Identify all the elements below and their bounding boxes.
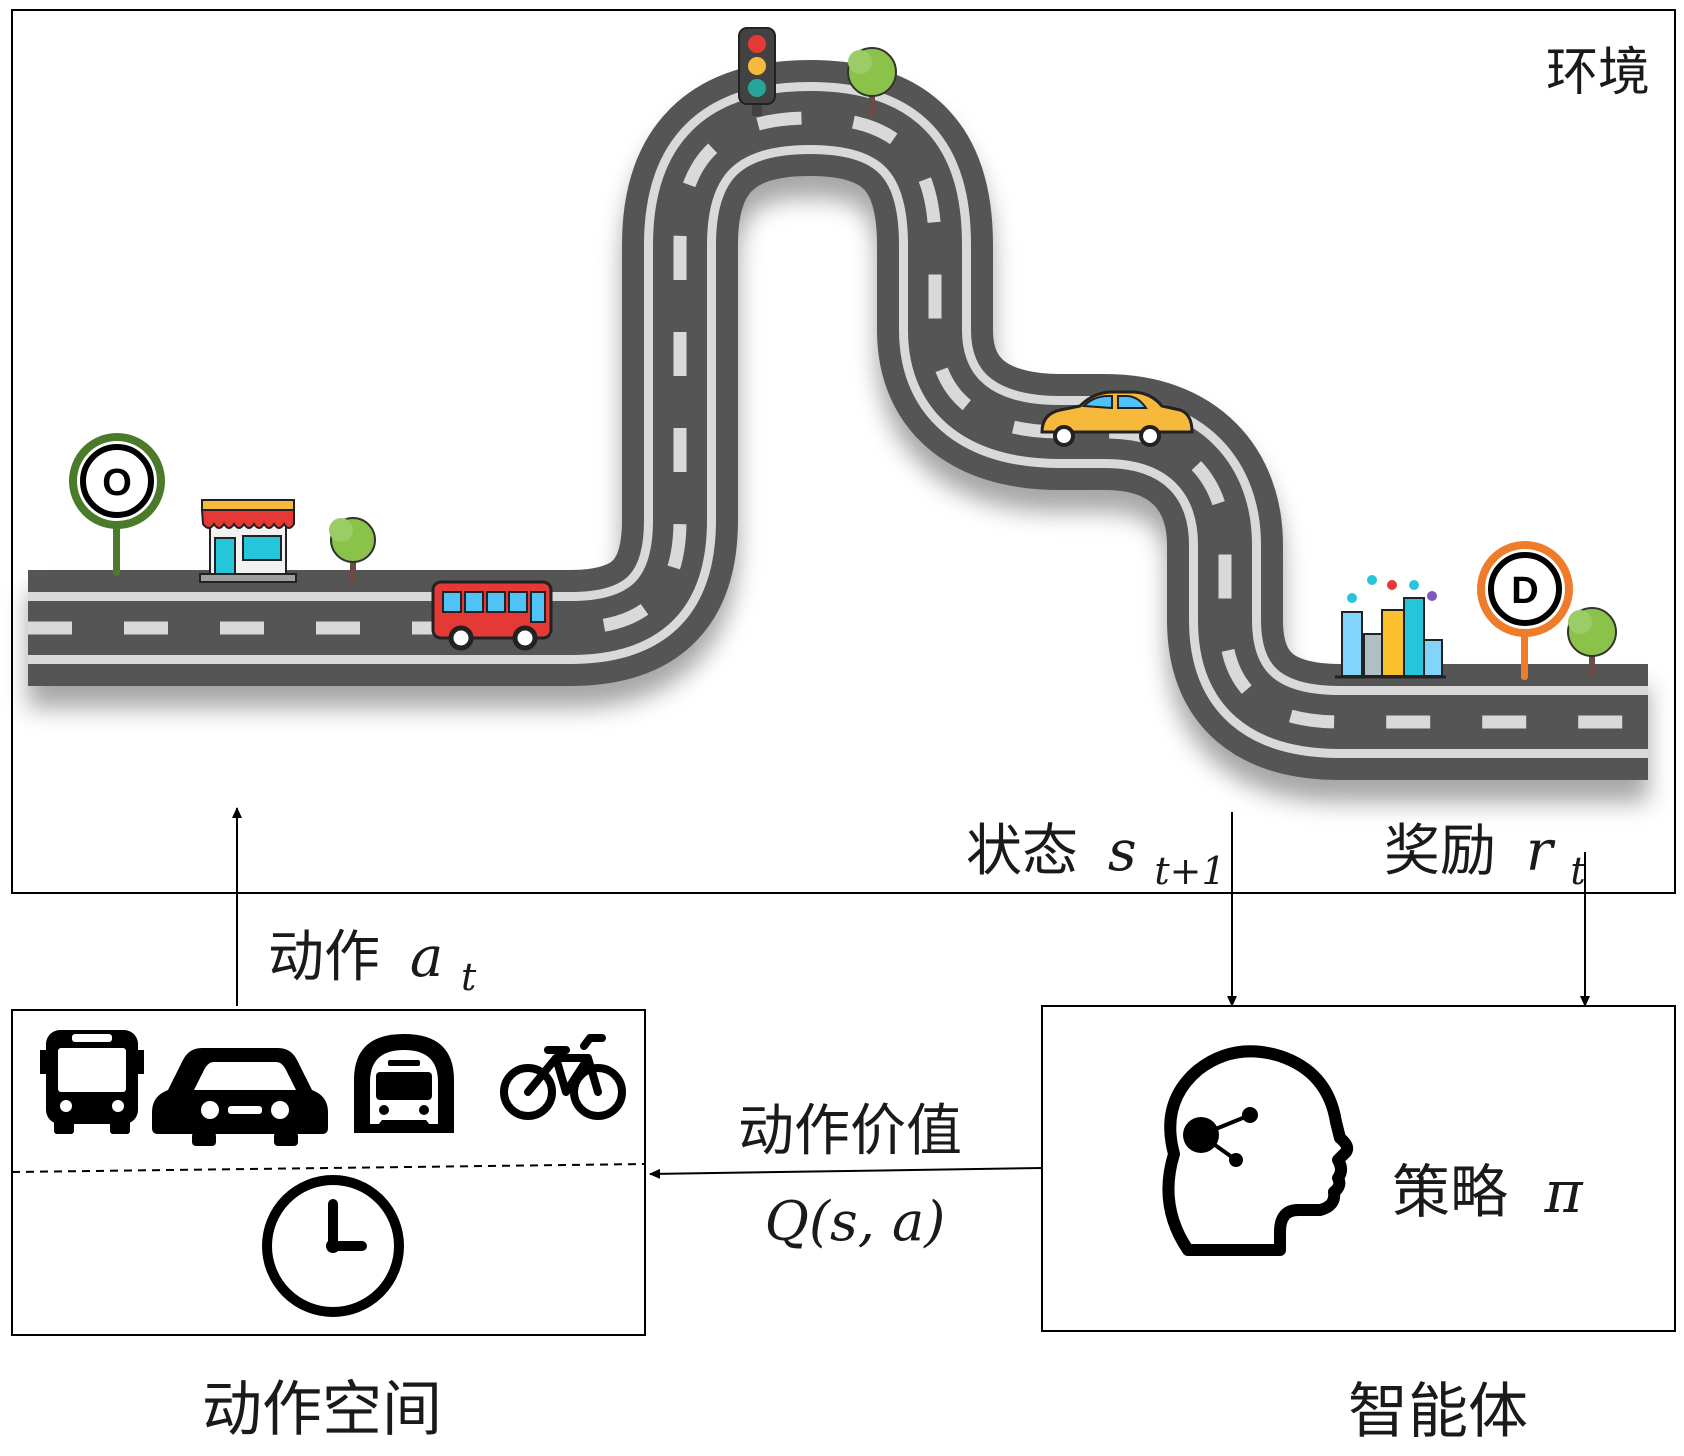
svg-text:状态 s t+1: 状态 s t+1 — [966, 819, 1226, 893]
state-label: 状态 s t+1 — [966, 819, 1226, 893]
state-subscript: t+1 — [1154, 849, 1225, 893]
tree-icon — [329, 517, 376, 584]
city-buildings-icon — [1335, 575, 1446, 679]
reward-symbol: r — [1526, 819, 1556, 884]
action-space-border — [11, 1009, 646, 1336]
reward-subscript: t — [1570, 849, 1586, 893]
action-space-caption: 动作空间 — [202, 1375, 442, 1445]
agent-caption: 智能体 — [1348, 1377, 1528, 1447]
action-label: 动作 a t — [268, 925, 477, 999]
state-symbol: s — [1108, 819, 1137, 884]
road — [28, 60, 1648, 780]
state-text: 状态 — [966, 819, 1078, 884]
action-symbol: a — [410, 925, 443, 990]
bus-icon — [40, 1030, 144, 1134]
tree-icon — [1567, 607, 1617, 676]
action-value-text: 动作价值 — [738, 1099, 962, 1164]
action-space-panel — [11, 1009, 646, 1336]
reward-label: 奖励 r t — [1384, 819, 1586, 893]
svg-text:动作 a t: 动作 a t — [268, 925, 477, 999]
tree-icon — [847, 47, 897, 116]
car-icon — [152, 1048, 328, 1146]
subway-icon — [354, 1034, 454, 1133]
svg-text:策略 π: 策略 π — [1392, 1158, 1583, 1226]
bicycle-icon — [500, 1034, 626, 1120]
action-space-divider — [11, 1163, 646, 1173]
destination-label: D — [1511, 570, 1538, 612]
action-text: 动作 — [268, 925, 380, 990]
origin-label: O — [102, 462, 132, 504]
agent-border — [1041, 1005, 1676, 1332]
action-subscript: t — [461, 955, 477, 999]
policy-text: 策略 — [1392, 1158, 1508, 1226]
destination-marker: D — [1477, 541, 1573, 680]
clock-icon — [262, 1175, 404, 1317]
road-center-dashes — [28, 111, 1648, 729]
action-value-formula: Q(s, a) — [765, 1190, 946, 1253]
traffic-light-icon — [738, 27, 776, 116]
brain-head-icon — [1162, 1045, 1354, 1256]
environment-panel: 环境 O — [11, 9, 1676, 894]
car-vehicle-icon — [1040, 390, 1194, 447]
reward-text: 奖励 — [1384, 819, 1496, 884]
bus-vehicle-icon — [431, 580, 553, 651]
shop-icon — [199, 499, 297, 583]
environment-title: 环境 — [1546, 43, 1650, 103]
environment-border — [11, 9, 1676, 894]
policy-symbol: π — [1543, 1158, 1583, 1226]
origin-marker: O — [69, 433, 165, 576]
agent-panel: 策略 π — [1041, 1005, 1676, 1332]
svg-text:奖励 r t: 奖励 r t — [1384, 819, 1586, 893]
action-value-arrow — [649, 1167, 1043, 1179]
